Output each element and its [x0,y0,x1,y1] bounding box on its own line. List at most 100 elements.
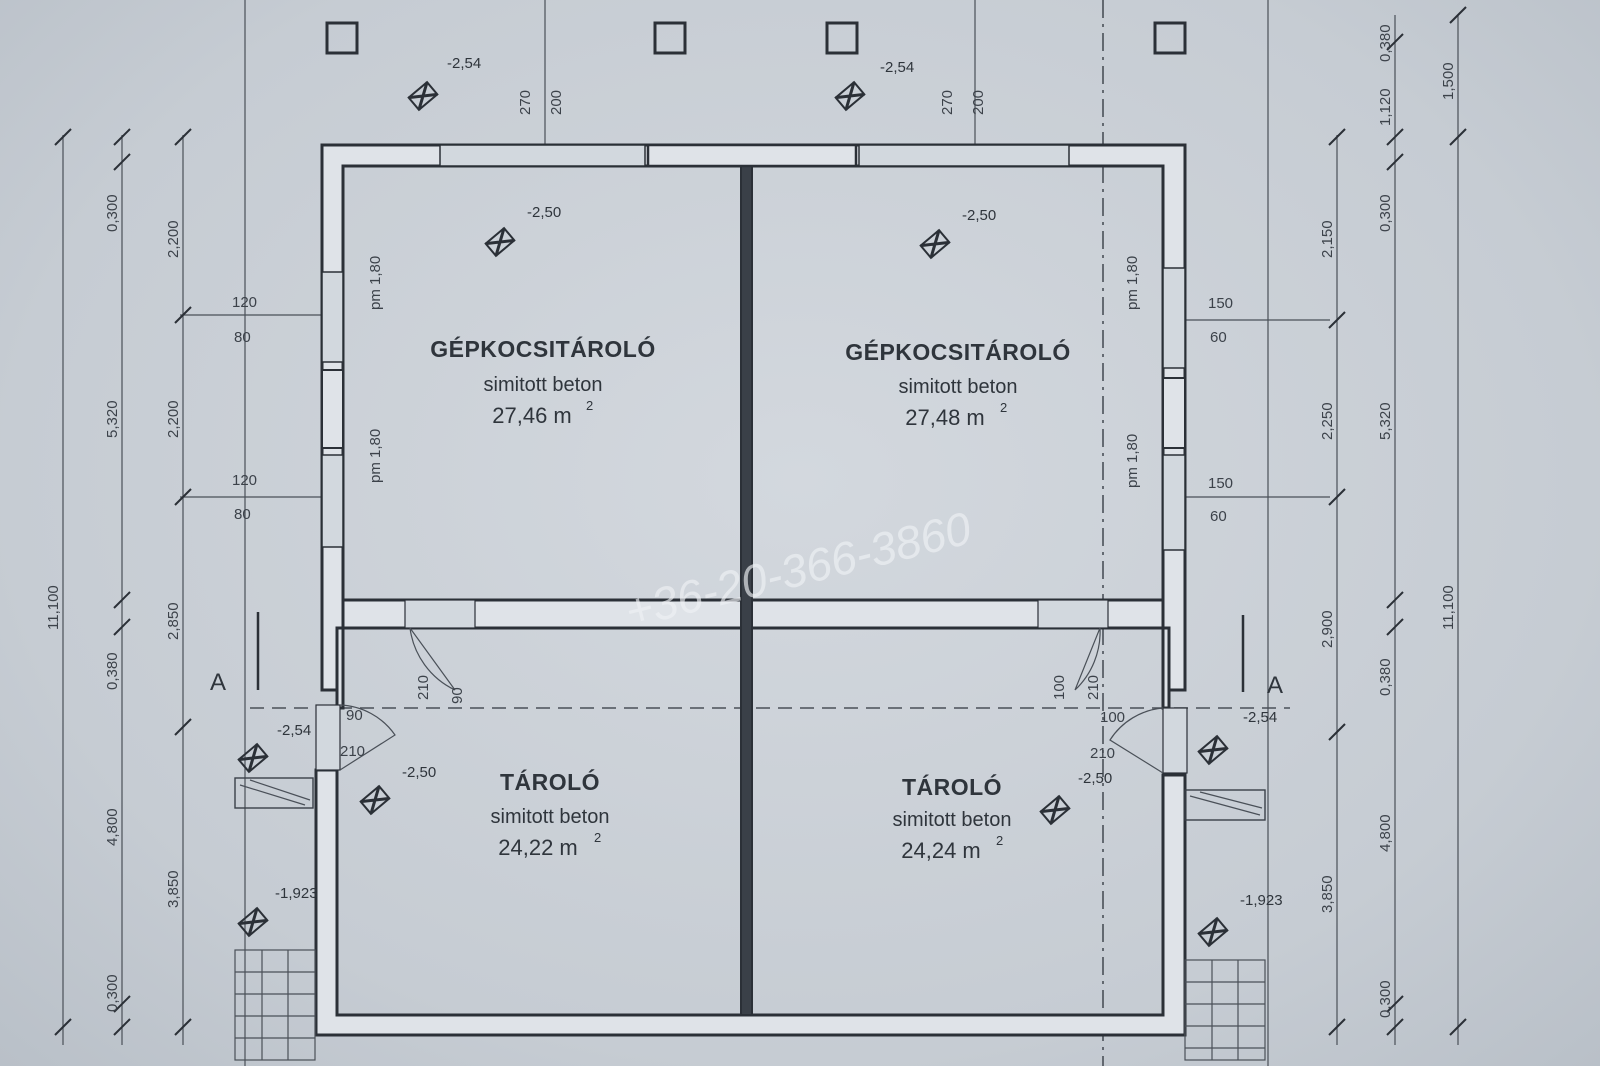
dim-left-window: 120 [232,472,257,489]
dim-right-a-6: 0,300 [1377,980,1394,1018]
door-dim: 210 [1090,745,1115,762]
dim-right-a-2: 0,300 [1377,194,1394,232]
window-label: pm 1,80 [367,429,384,483]
column-marker [825,21,859,55]
dim-right-window: 150 [1208,475,1233,492]
level-label: -1,923 [275,885,318,902]
door-dim: 210 [340,743,365,760]
door-dim: 210 [415,675,432,700]
dim-right-window: 60 [1210,508,1227,525]
dimension-lines [54,6,1467,1045]
window-label: pm 1,80 [1124,256,1141,310]
dim-left-a-2: 0,380 [104,652,121,690]
section-mark-left: A [210,669,226,696]
door-swing [1074,627,1101,691]
dim-top-pair: 200 [548,90,565,115]
column-marker [325,21,359,55]
room-3: TÁROLÓ simitott beton 24,22 m 2 [491,768,610,860]
outer-wall-lower [314,768,1187,1037]
level-markers [237,80,1229,948]
walls [314,143,1187,1037]
level-marker-icon [834,80,866,112]
door-dim: 100 [1100,709,1125,726]
dim-right-a-0: 0,380 [1377,24,1394,62]
dim-left-a-1: 5,320 [104,400,121,438]
window [321,454,344,548]
dim-left-window: 80 [234,329,251,346]
dim-left-a-0: 0,300 [104,194,121,232]
door-opening [404,599,476,629]
stairs-right [1184,959,1266,1061]
level-label: -2,50 [962,207,996,224]
level-marker-icon [1039,794,1071,826]
window-label: pm 1,80 [1124,434,1141,488]
window [1162,267,1186,369]
garage-doors [439,143,1070,168]
dim-right-window: 150 [1208,295,1233,312]
dim-right-a-3: 5,320 [1377,402,1394,440]
doors [315,599,1188,774]
level-label: -2,54 [1243,709,1277,726]
step-block [1184,789,1266,821]
step-hatch [239,779,311,806]
dim-right-outer: 11,100 [1440,585,1457,630]
axis-lines [180,0,1330,1066]
level-label: -2,54 [277,722,311,739]
dim-top-pair: 200 [970,90,987,115]
dim-right-a-4: 0,380 [1377,658,1394,696]
room-name: GÉPKOCSITÁROLÓ [430,335,656,362]
level-marker-icon [919,228,951,260]
dim-right-window: 60 [1210,329,1227,346]
window [321,369,344,449]
room-area: 24,24 m [901,838,981,863]
level-label: -2,50 [527,204,561,221]
dim-left-a-4: 0,300 [104,974,121,1012]
dim-right-a-1: 1,120 [1377,88,1394,126]
dim-left-window: 80 [234,506,251,523]
door-swing [1109,707,1164,774]
door-dim: 100 [1051,675,1068,700]
stairs-left [234,949,316,1061]
garage-door-panel [646,143,858,168]
room-area-exponent: 2 [996,833,1003,848]
window [321,271,344,363]
level-marker-icon [237,742,269,774]
room-material: simitott beton [899,376,1018,398]
door-opening [1037,599,1109,629]
room-material: simitott beton [484,374,603,396]
room-name: TÁROLÓ [500,768,600,795]
door-dim: 90 [449,687,466,704]
door-swing [409,627,456,691]
room-area: 24,22 m [498,835,578,860]
window-label: pm 1,80 [367,256,384,310]
garage-door [439,144,646,167]
level-label: -1,923 [1240,892,1283,909]
column-markers [325,21,1187,55]
room-area-exponent: 2 [1000,400,1007,415]
room-area: 27,48 m [905,405,985,430]
side-door [315,704,341,771]
room-area-exponent: 2 [594,830,601,845]
room-4: TÁROLÓ simitott beton 24,24 m 2 [893,773,1012,863]
dim-left-b-0: 2,200 [165,220,182,258]
dim-left-a-3: 4,800 [104,808,121,846]
room-1: GÉPKOCSITÁROLÓ simitott beton 27,46 m 2 [430,335,656,428]
room-material: simitott beton [491,806,610,828]
dim-right-b-1: 2,250 [1319,402,1336,440]
windows [321,267,1186,551]
garage-door [858,144,1070,167]
step-hatch [1189,791,1263,816]
side-wall [1161,626,1171,710]
side-wall [335,626,345,710]
dim-left-b-1: 2,200 [165,400,182,438]
dim-left-window: 120 [232,294,257,311]
steps [234,777,1266,1061]
level-label: -2,54 [447,55,481,72]
column-marker [653,21,687,55]
dim-right-b-2: 2,900 [1319,610,1336,648]
level-label: -2,54 [880,59,914,76]
dim-left-outer: 11,100 [45,585,62,630]
dim-right-a-5: 4,800 [1377,814,1394,852]
section-mark-right: A [1267,672,1283,699]
room-2: GÉPKOCSITÁROLÓ simitott beton 27,48 m 2 [845,338,1070,430]
